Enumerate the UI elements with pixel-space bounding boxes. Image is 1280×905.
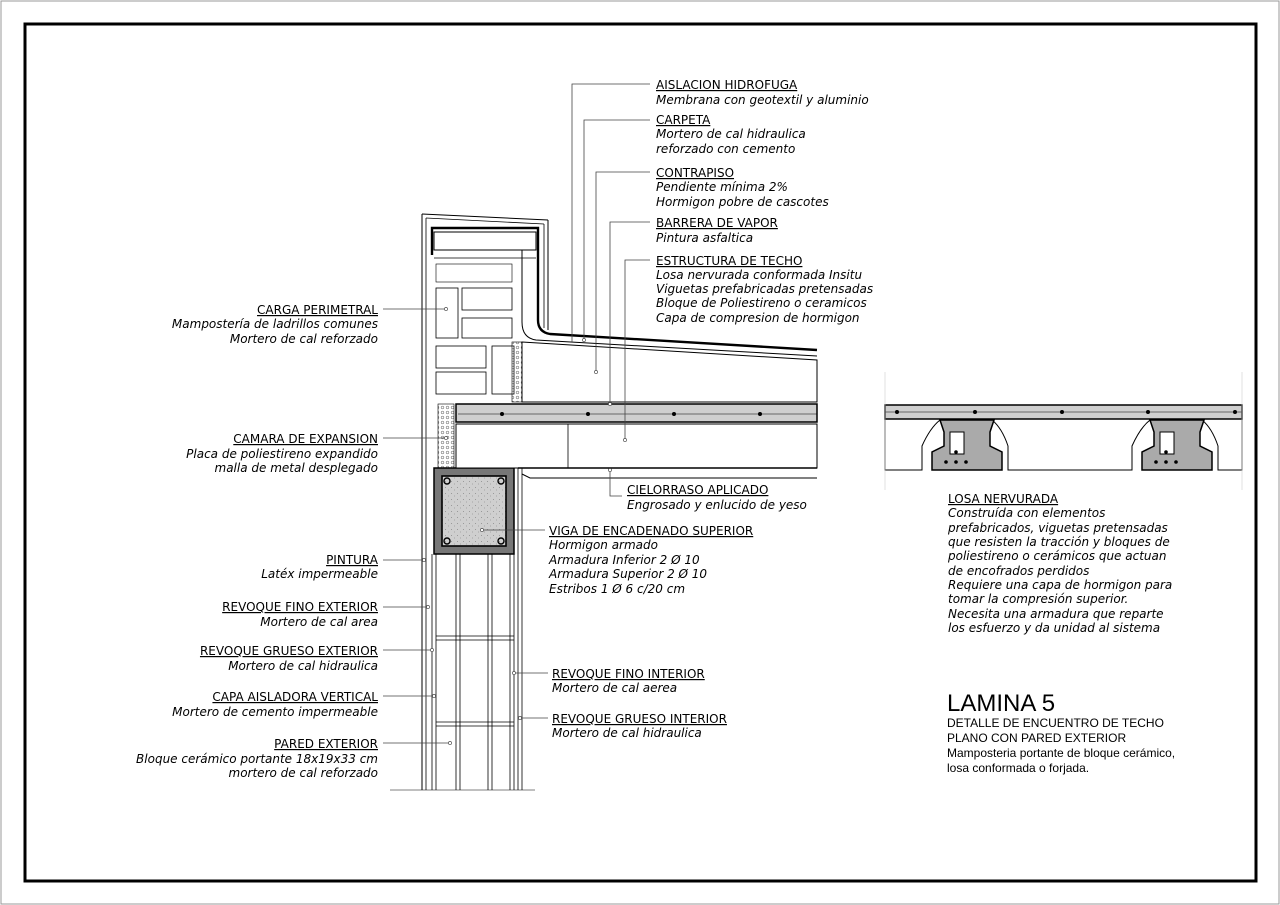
svg-text:Mamposteria portante de bloque: Mamposteria portante de bloque cerámico,	[947, 746, 1175, 760]
svg-text:LOSA NERVURADA: LOSA NERVURADA	[948, 492, 1059, 506]
svg-text:CARPETA: CARPETA	[656, 113, 711, 127]
svg-text:Viguetas prefabricadas pretens: Viguetas prefabricadas pretensadas	[656, 282, 873, 296]
svg-text:los esfuerzo y da unidad al si: los esfuerzo y da unidad al sistema	[948, 621, 1160, 635]
sheet-frame	[23, 22, 1258, 883]
svg-text:REVOQUE FINO INTERIOR: REVOQUE FINO INTERIOR	[552, 667, 705, 681]
losa-nervurada-note: LOSA NERVURADA Construída con elementos …	[947, 492, 1172, 635]
svg-text:Mortero de cal hidraulica: Mortero de cal hidraulica	[228, 659, 378, 673]
svg-text:reforzado con cemento: reforzado con cemento	[656, 142, 795, 156]
label-pared-exterior: PARED EXTERIOR Bloque cerámico portante …	[136, 737, 378, 780]
svg-text:losa conformada o forjada.: losa conformada o forjada.	[947, 761, 1089, 775]
svg-text:REVOQUE GRUESO INTERIOR: REVOQUE GRUESO INTERIOR	[552, 712, 727, 726]
svg-text:VIGA DE ENCADENADO SUPERIOR: VIGA DE ENCADENADO SUPERIOR	[549, 524, 753, 538]
svg-text:Necesita una armadura que repa: Necesita una armadura que reparte	[948, 607, 1164, 621]
svg-text:REVOQUE FINO EXTERIOR: REVOQUE FINO EXTERIOR	[222, 600, 378, 614]
svg-text:Mortero de cal area: Mortero de cal area	[260, 615, 378, 629]
label-estructura: ESTRUCTURA DE TECHO Losa nervurada confo…	[656, 254, 873, 325]
svg-text:Construída con elementos: Construída con elementos	[948, 506, 1105, 520]
svg-text:Hormigon armado: Hormigon armado	[549, 538, 658, 552]
svg-text:CAPA AISLADORA VERTICAL: CAPA AISLADORA VERTICAL	[212, 690, 378, 704]
svg-text:Mortero de cal aerea: Mortero de cal aerea	[552, 681, 677, 695]
wall-section	[390, 213, 818, 791]
svg-text:Armadura Superior 2 Ø 10: Armadura Superior 2 Ø 10	[548, 567, 707, 581]
sheet-title-block: LAMINA 5 DETALLE DE ENCUENTRO DE TECHO P…	[947, 690, 1175, 775]
svg-text:malla de metal desplegado: malla de metal desplegado	[215, 461, 379, 475]
leader-dots	[422, 307, 627, 745]
svg-text:de encofrados perdidos: de encofrados perdidos	[948, 564, 1089, 578]
svg-text:BARRERA DE VAPOR: BARRERA DE VAPOR	[656, 216, 778, 230]
ribbed-slab-detail	[884, 372, 1243, 490]
svg-text:prefabricados, viguetas preten: prefabricados, viguetas pretensadas	[947, 521, 1168, 535]
svg-text:Capa de compresion de hormigon: Capa de compresion de hormigon	[656, 311, 860, 325]
label-carga-perimetral: CARGA PERIMETRAL Mampostería de ladrillo…	[172, 303, 378, 346]
svg-text:poliestireno o cerámicos que a: poliestireno o cerámicos que actuan	[947, 549, 1166, 563]
svg-text:mortero de cal reforzado: mortero de cal reforzado	[229, 766, 378, 780]
svg-text:CAMARA DE EXPANSION: CAMARA DE EXPANSION	[233, 432, 378, 446]
label-contrapiso: CONTRAPISO Pendiente mínima 2% Hormigon …	[656, 166, 829, 209]
svg-text:Mortero de cal hidraulica: Mortero de cal hidraulica	[552, 726, 702, 740]
svg-text:Latéx impermeable: Latéx impermeable	[261, 567, 378, 581]
svg-text:DETALLE DE ENCUENTRO DE TECHO: DETALLE DE ENCUENTRO DE TECHO	[947, 716, 1164, 730]
roof-slab-section	[455, 341, 818, 479]
svg-text:Membrana con geotextil y alumi: Membrana con geotextil y aluminio	[656, 93, 869, 107]
label-revoque-fino-exterior: REVOQUE FINO EXTERIOR Mortero de cal are…	[222, 600, 378, 629]
svg-text:REVOQUE GRUESO EXTERIOR: REVOQUE GRUESO EXTERIOR	[200, 644, 378, 658]
svg-text:Mampostería de ladrillos comun: Mampostería de ladrillos comunes	[172, 317, 378, 331]
svg-text:tomar la compresión superior.: tomar la compresión superior.	[948, 592, 1128, 606]
svg-text:Mortero de cal reforzado: Mortero de cal reforzado	[230, 332, 378, 346]
label-carpeta: CARPETA Mortero de cal hidraulica reforz…	[656, 113, 806, 156]
svg-text:Requiere una capa de hormigon: Requiere una capa de hormigon para	[948, 578, 1172, 592]
label-barrera: BARRERA DE VAPOR Pintura asfaltica	[656, 216, 778, 245]
svg-text:Bloque cerámico portante 18x19: Bloque cerámico portante 18x19x33 cm	[136, 752, 378, 766]
svg-text:Placa de poliestireno expandid: Placa de poliestireno expandido	[186, 447, 378, 461]
svg-text:CARGA PERIMETRAL: CARGA PERIMETRAL	[257, 303, 378, 317]
label-cielorraso: CIELORRASO APLICADO Engrosado y enlucido…	[627, 483, 807, 512]
label-revoque-grueso-interior: REVOQUE GRUESO INTERIOR Mortero de cal h…	[552, 712, 727, 740]
svg-text:PINTURA: PINTURA	[326, 553, 379, 567]
svg-text:CIELORRASO APLICADO: CIELORRASO APLICADO	[627, 483, 768, 497]
svg-text:Estribos 1 Ø 6 c/20 cm: Estribos 1 Ø 6 c/20 cm	[549, 582, 685, 596]
label-revoque-fino-interior: REVOQUE FINO INTERIOR Mortero de cal aer…	[552, 667, 705, 695]
svg-text:Pendiente mínima 2%: Pendiente mínima 2%	[656, 180, 788, 194]
svg-text:ESTRUCTURA DE TECHO: ESTRUCTURA DE TECHO	[656, 254, 802, 268]
svg-text:Pintura asfaltica: Pintura asfaltica	[656, 231, 753, 245]
svg-text:que resisten la tracción y blo: que resisten la tracción y bloques de	[948, 535, 1170, 549]
svg-text:Engrosado y enlucido de yeso: Engrosado y enlucido de yeso	[627, 498, 807, 512]
label-pintura: PINTURA Latéx impermeable	[261, 553, 379, 581]
label-camara: CAMARA DE EXPANSION Placa de poliestiren…	[186, 432, 378, 475]
label-revoque-grueso-exterior: REVOQUE GRUESO EXTERIOR Mortero de cal h…	[200, 644, 378, 673]
svg-text:Hormigon pobre de cascotes: Hormigon pobre de cascotes	[656, 195, 829, 209]
svg-text:Losa nervurada conformada Insi: Losa nervurada conformada Insitu	[656, 268, 862, 282]
label-capa-aisladora: CAPA AISLADORA VERTICAL Mortero de cemen…	[172, 690, 378, 719]
svg-text:Mortero de cemento impermeable: Mortero de cemento impermeable	[172, 705, 378, 719]
sheet-title: LAMINA 5	[947, 690, 1055, 717]
svg-text:PLANO CON PARED EXTERIOR: PLANO CON PARED EXTERIOR	[947, 731, 1126, 745]
svg-text:AISLACION HIDROFUGA: AISLACION HIDROFUGA	[656, 78, 798, 92]
svg-text:PARED EXTERIOR: PARED EXTERIOR	[274, 737, 378, 751]
svg-text:CONTRAPISO: CONTRAPISO	[656, 166, 734, 180]
svg-text:Bloque de Poliestireno o ceram: Bloque de Poliestireno o ceramicos	[656, 296, 867, 310]
label-aislacion: AISLACION HIDROFUGA Membrana con geotext…	[656, 78, 869, 107]
svg-text:Armadura Inferior 2 Ø 10: Armadura Inferior 2 Ø 10	[548, 553, 700, 567]
svg-text:Mortero de cal hidraulica: Mortero de cal hidraulica	[656, 127, 806, 141]
label-viga: VIGA DE ENCADENADO SUPERIOR Hormigon arm…	[548, 524, 753, 596]
leader-lines	[383, 83, 650, 744]
